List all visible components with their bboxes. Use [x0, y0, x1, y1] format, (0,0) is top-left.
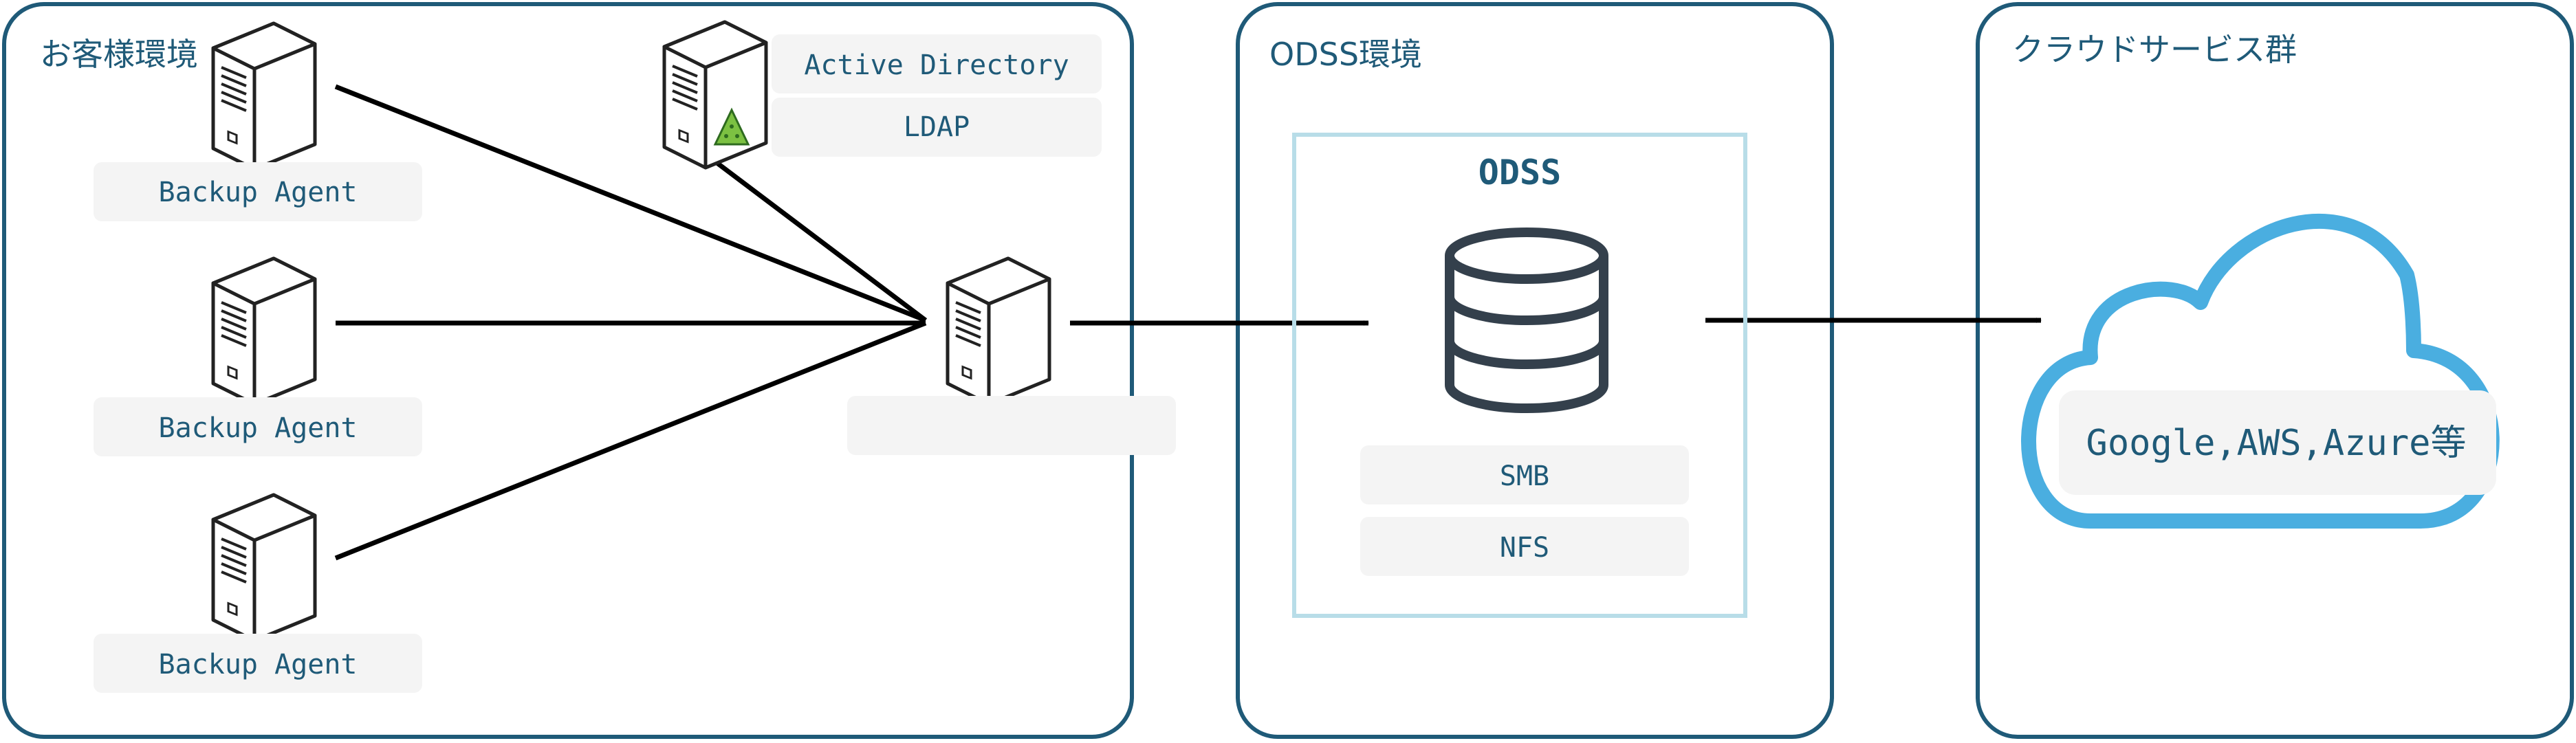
- directory-label-pill: [772, 98, 1102, 157]
- server-tower-icon: [213, 495, 315, 641]
- agent3-to-gateway-line: [334, 320, 927, 561]
- region-customer: お客様環境: [2, 2, 1134, 739]
- database-icon: [1445, 228, 1608, 413]
- agent-label-pill: [94, 397, 422, 456]
- agent-label: Backup Agent: [159, 177, 358, 208]
- cloud-label-pill: [2059, 390, 2496, 495]
- directory-to-gateway-line: [710, 157, 928, 322]
- gateway-label-pill: [847, 396, 1176, 455]
- protocol-nfs: NFS: [1500, 532, 1549, 564]
- protocol-pill: [1360, 517, 1689, 576]
- server-tower-icon: [213, 23, 315, 169]
- agent-label: Backup Agent: [159, 649, 358, 680]
- warning-badge-icon: [713, 107, 750, 146]
- region-customer-title: お客様環境: [40, 36, 198, 73]
- server-tower-icon: [948, 258, 1049, 404]
- odss-title: ODSS: [1478, 153, 1561, 192]
- directory-label-ad: Active Directory: [804, 49, 1069, 81]
- directory-label-pill: [772, 34, 1102, 93]
- protocol-pill: [1360, 445, 1689, 504]
- agent-server-1: Backup Agent: [94, 23, 422, 221]
- cloud-group: Google,AWS,Azure等: [2021, 213, 2500, 529]
- agent1-to-gateway-line: [334, 84, 927, 323]
- server-with-warning-icon: [664, 22, 766, 168]
- odss-storage-box: ODSS SMB NFS: [1292, 133, 1747, 618]
- agent-label: Backup Agent: [159, 412, 358, 444]
- server-tower-icon: [213, 258, 315, 404]
- agent-label-pill: [94, 634, 422, 693]
- gateway-server: [847, 258, 1176, 455]
- protocol-smb: SMB: [1500, 461, 1549, 492]
- region-cloud: クラウドサービス群: [1976, 2, 2574, 739]
- agent-server-3: Backup Agent: [94, 495, 422, 693]
- region-cloud-title: クラウドサービス群: [2012, 31, 2297, 68]
- directory-label-ldap: LDAP: [904, 111, 970, 143]
- region-odss: ODSS環境: [1236, 2, 1834, 739]
- cloud-label: Google,AWS,Azure等: [2086, 423, 2467, 464]
- directory-server: Active Directory LDAP: [664, 22, 1102, 168]
- connections: [334, 84, 2042, 561]
- agent-server-2: Backup Agent: [94, 258, 422, 456]
- region-odss-title: ODSS環境: [1269, 36, 1422, 73]
- agent-label-pill: [94, 162, 422, 221]
